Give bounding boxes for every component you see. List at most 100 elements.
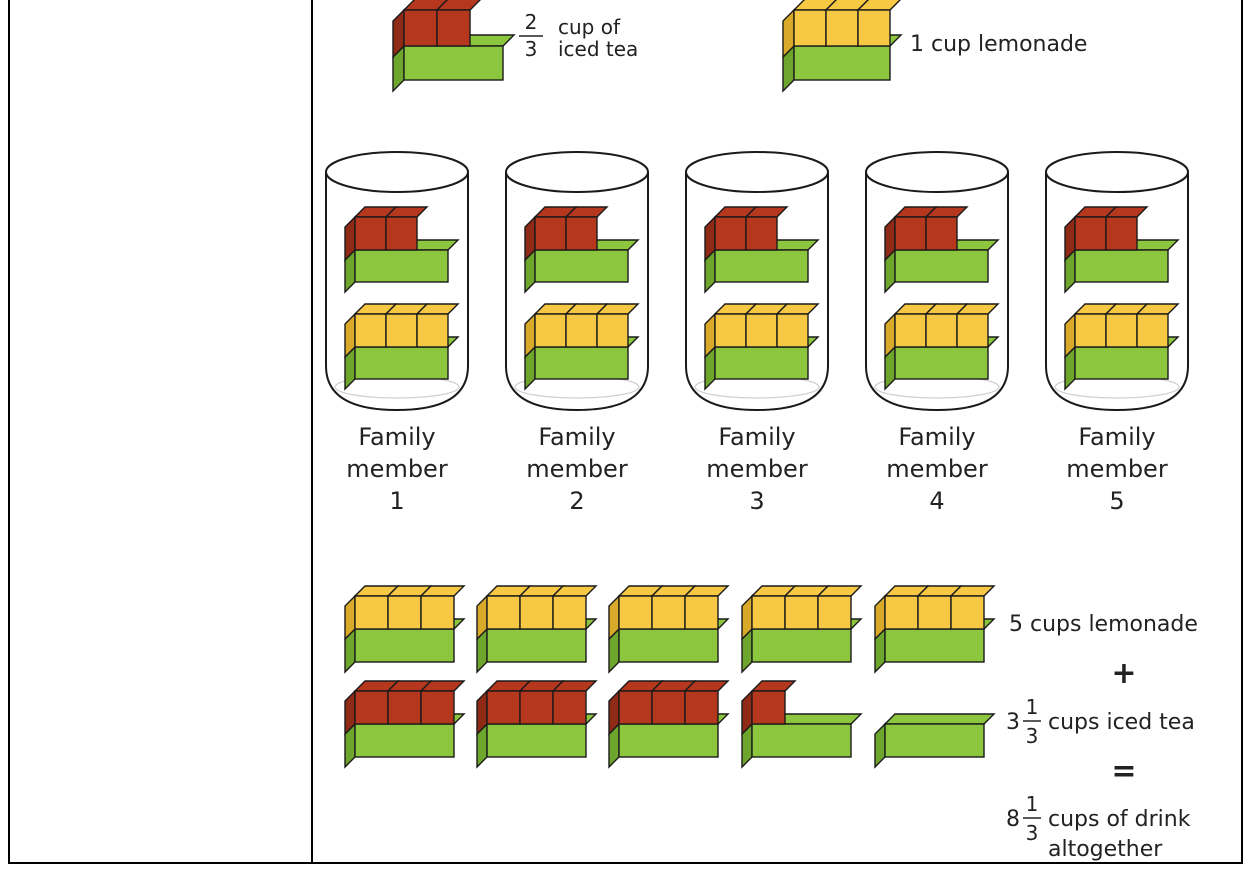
glass-rim: [505, 151, 649, 193]
lemon-cube: [650, 585, 697, 630]
total-lemon-block: [476, 585, 598, 674]
totals-drink-num: 1: [1026, 792, 1039, 816]
totals-plus-sign: +: [1111, 656, 1136, 691]
table-frame: [8, 0, 1243, 864]
lemon-cube: [518, 585, 565, 630]
green-base-block: [874, 713, 996, 769]
green-base-block: [874, 618, 996, 674]
total-tea-block: [344, 680, 466, 769]
glass-rim: [865, 151, 1009, 193]
tea-cube: [551, 680, 598, 725]
cup-label-number: 2: [569, 487, 584, 515]
lemon-cube: [744, 303, 789, 348]
cup-label-line1: Family: [898, 423, 975, 451]
glass-outline: [865, 172, 1009, 412]
lemon-cube: [874, 585, 930, 641]
lemon-cube: [595, 303, 640, 348]
glass-outline: [1045, 172, 1189, 412]
tea-cube: [384, 206, 429, 251]
lemon-cube: [816, 585, 863, 630]
cup-label-number: 1: [389, 487, 404, 515]
cup-label-line2: member: [1066, 455, 1168, 483]
cup-tea-block: [884, 206, 1000, 294]
glass-rim: [325, 151, 469, 193]
tea-cube: [344, 206, 398, 262]
lemon-cube: [386, 585, 433, 630]
cup-3: [685, 151, 829, 412]
cup-tea-block: [1064, 206, 1180, 294]
legend-tea-text-line1: cup of: [558, 15, 621, 39]
tea-cube: [564, 206, 609, 251]
cup-label-line1: Family: [1078, 423, 1155, 451]
tea-cube: [476, 680, 532, 736]
glass-outline: [325, 172, 469, 412]
lemon-cube: [704, 303, 758, 359]
tea-cube: [704, 206, 758, 262]
cup-label-line1: Family: [718, 423, 795, 451]
cup-label-number: 3: [749, 487, 764, 515]
glass-rim: [1045, 151, 1189, 193]
cup-2: [505, 151, 649, 412]
total-tea-block: [741, 680, 863, 769]
tea-cube: [386, 680, 433, 725]
lemon-cube: [884, 303, 938, 359]
cup-lemon-block: [344, 303, 460, 391]
tea-cube: [683, 680, 730, 725]
totals-tea-den: 3: [1026, 724, 1039, 748]
cup-tea-block: [704, 206, 820, 294]
tea-cube: [392, 0, 448, 59]
totals-drink-text-line1: cups of drink: [1048, 807, 1191, 832]
cup-5: [1045, 151, 1189, 412]
totals-equals-sign: =: [1111, 754, 1136, 789]
legend-tea-fraction-den: 3: [525, 37, 538, 61]
legend-tea-text-line2: iced tea: [558, 37, 638, 61]
lemon-cube: [856, 0, 901, 47]
total-lemon-block: [344, 585, 466, 674]
column-divider: [311, 0, 313, 864]
tea-cube: [744, 206, 789, 251]
lemon-cube: [384, 303, 429, 348]
glass-outline: [685, 172, 829, 412]
cup-lemon-block: [704, 303, 820, 391]
lemon-cube: [924, 303, 969, 348]
legend-lemon-block: [782, 0, 903, 93]
cup-label-line2: member: [706, 455, 808, 483]
lemon-cube: [775, 303, 820, 348]
cup-labels: Family member 1 Family member 2 Family m…: [346, 423, 1168, 515]
cup-lemon-block: [884, 303, 1000, 391]
cup-tea-block: [344, 206, 460, 294]
cup-label-line1: Family: [358, 423, 435, 451]
tea-cube: [884, 206, 938, 262]
lemon-cube: [783, 585, 830, 630]
lemon-cube: [782, 0, 837, 59]
lemon-cube: [916, 585, 963, 630]
totals-lemonade-text: 5 cups lemonade: [1009, 612, 1198, 637]
totals-drink-whole: 8: [1006, 807, 1020, 832]
lemon-cube: [524, 303, 578, 359]
lemon-cube: [1064, 303, 1118, 359]
legend-tea-fraction-num: 2: [525, 10, 538, 34]
lemon-cube: [551, 585, 598, 630]
total-lemon-block: [741, 585, 863, 674]
blocks-layer: [344, 0, 996, 769]
tea-cube: [435, 0, 481, 47]
cup-label-number: 5: [1109, 487, 1124, 515]
lemon-cube: [415, 303, 460, 348]
lemon-cube: [344, 303, 398, 359]
glass-rim: [685, 151, 829, 193]
total-tea-block: [874, 713, 996, 769]
total-lemon-block: [874, 585, 996, 674]
totals-tea-whole: 3: [1006, 710, 1020, 735]
cup-lemon-block: [1064, 303, 1180, 391]
cup-label-line1: Family: [538, 423, 615, 451]
tea-cube: [924, 206, 969, 251]
tea-cube: [741, 680, 797, 736]
cup-1: [325, 151, 469, 412]
legend-lemon-text: 1 cup lemonade: [910, 32, 1087, 57]
tea-cube: [1064, 206, 1118, 262]
cups-layer: [325, 151, 1189, 412]
lemon-cube: [419, 585, 466, 630]
total-tea-block: [608, 680, 730, 769]
cup-label-line2: member: [886, 455, 988, 483]
total-lemon-block: [608, 585, 730, 674]
